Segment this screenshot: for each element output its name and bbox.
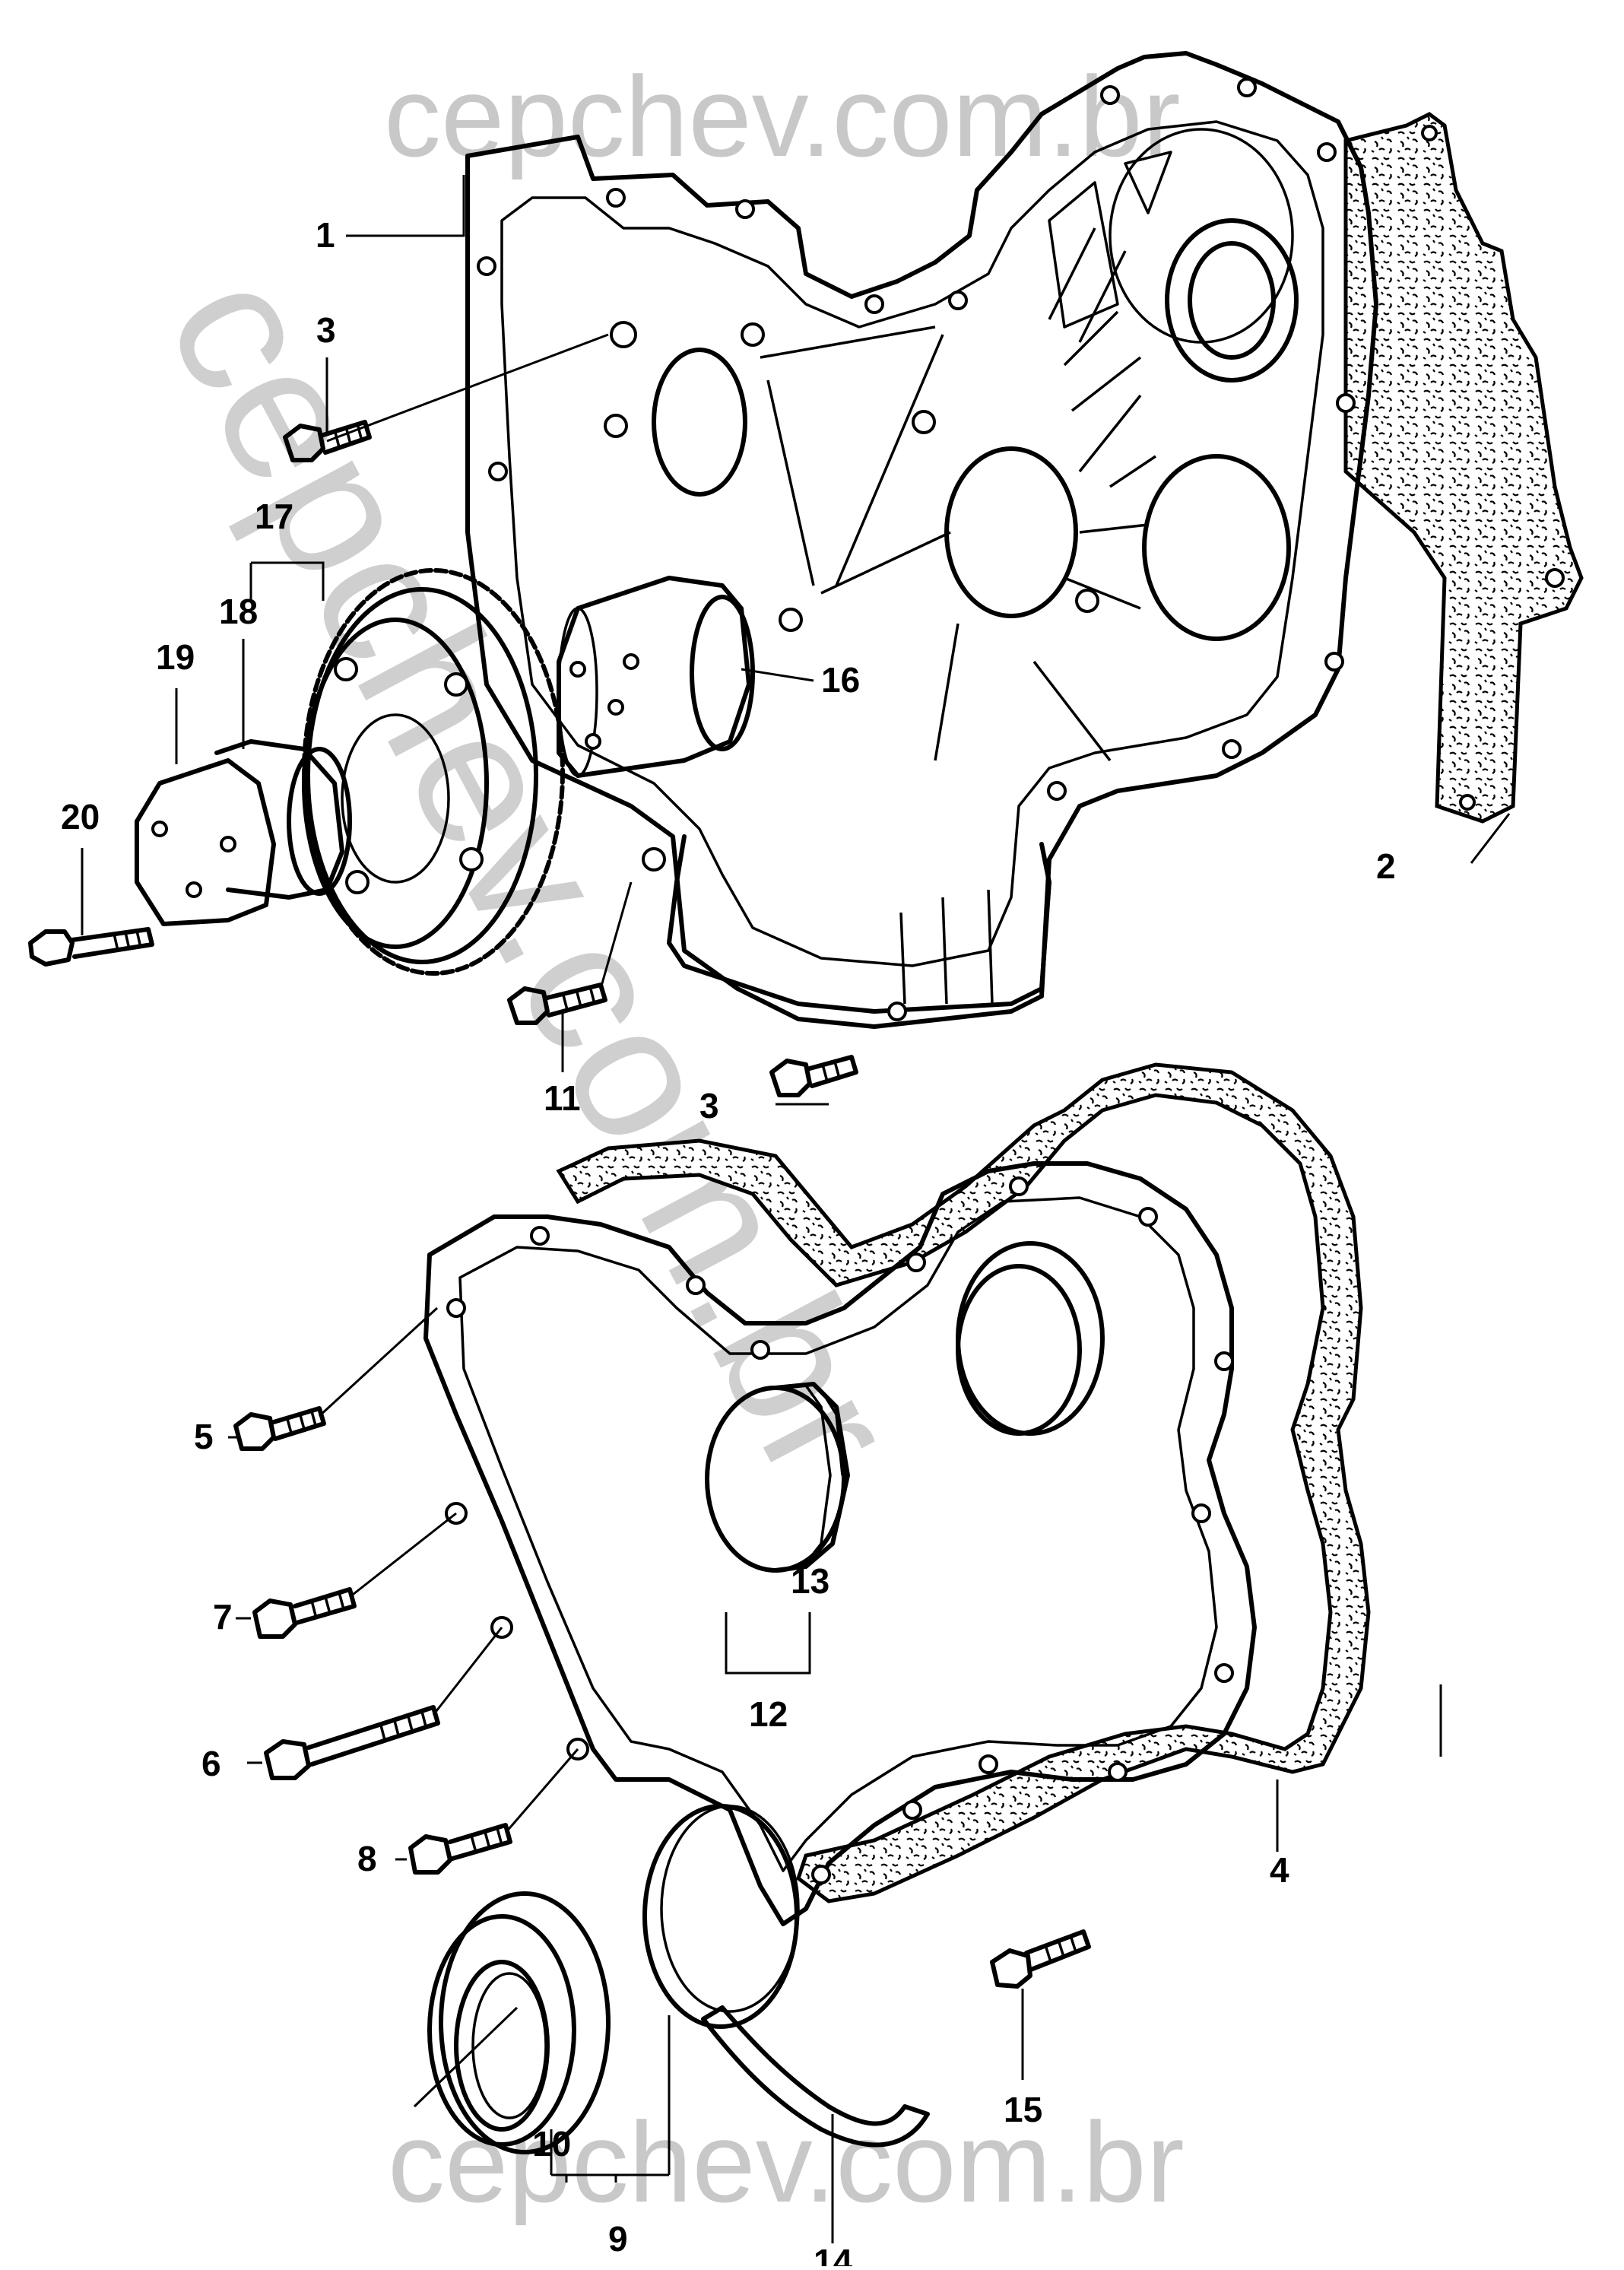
housing-bolt-hole <box>1237 78 1257 97</box>
gasket-hole <box>1459 794 1476 811</box>
housing-bolt-hole <box>1317 142 1337 162</box>
housing-bolt-upper <box>283 420 372 462</box>
housing-bolt-hole <box>735 199 755 219</box>
retaining-plate <box>135 758 276 926</box>
housing-bolt-hole <box>606 188 626 208</box>
callout-19: 19 <box>156 637 195 677</box>
front-cover-gasket <box>556 1062 1371 1903</box>
plate-bolt <box>28 927 154 967</box>
retaining-ring <box>701 2005 930 2148</box>
watermark-top: cepchev.com.br <box>384 52 1181 180</box>
housing-bolt-hole <box>741 322 765 347</box>
housing-bolt-hole <box>864 294 884 314</box>
housing-bolt-hole <box>1047 781 1067 801</box>
cover-bolt-7 <box>252 1587 357 1639</box>
callout-2: 2 <box>1376 846 1396 886</box>
timing-housing <box>465 51 1378 1029</box>
sump-bolt <box>507 983 607 1025</box>
housing-bolt-hole <box>477 256 496 276</box>
leader-lines <box>81 175 1511 2243</box>
callout-5: 5 <box>194 1417 214 1456</box>
housing-bolt-hole <box>1324 652 1344 671</box>
callout-3-upper: 3 <box>316 310 336 350</box>
housing-bolt-hole <box>610 321 637 348</box>
callout-13: 13 <box>791 1561 829 1601</box>
callout-20: 20 <box>61 797 100 837</box>
callout-8: 8 <box>357 1839 377 1878</box>
housing-bolt-hole <box>1222 739 1242 759</box>
cover-bolt-5 <box>233 1406 326 1451</box>
callout-1: 1 <box>316 215 335 255</box>
callout-7: 7 <box>213 1597 233 1637</box>
idler-hub <box>557 576 755 778</box>
cover-bolt-6 <box>264 1705 440 1780</box>
housing-bolt-hole <box>604 414 628 438</box>
gasket-hole <box>1421 125 1438 141</box>
callout-6: 6 <box>201 1744 221 1783</box>
gear-bushing <box>214 739 352 900</box>
callout-12: 12 <box>749 1694 788 1734</box>
callout-18: 18 <box>219 592 258 631</box>
housing-bolt-hole <box>948 290 968 310</box>
callout-11: 11 <box>544 1078 581 1118</box>
callout-9: 9 <box>608 2219 628 2259</box>
cover-bolt-15 <box>990 1929 1091 1989</box>
callout-14: 14 <box>814 2242 853 2266</box>
housing-bolt-hole <box>642 847 666 871</box>
housing-bolt-hole <box>887 1002 907 1021</box>
crank-oil-seal <box>427 1891 611 2154</box>
idler-gear <box>302 568 565 976</box>
callout-16: 16 <box>821 660 860 700</box>
housing-bolt-hole <box>779 608 803 632</box>
housing-bolt-lower <box>769 1055 858 1097</box>
housing-bolt-hole <box>488 462 508 481</box>
housing-bolt-hole <box>1075 589 1099 613</box>
housing-bolt-hole <box>1100 85 1120 105</box>
callout-15: 15 <box>1004 2090 1042 2129</box>
callout-3-lower: 3 <box>699 1086 719 1125</box>
callout-4: 4 <box>1270 1850 1289 1890</box>
callout-17: 17 <box>255 497 293 536</box>
rear-gasket <box>1343 112 1584 824</box>
housing-bolt-hole <box>1336 393 1356 413</box>
gasket-hole <box>1545 568 1565 588</box>
callout-10: 10 <box>532 2124 571 2164</box>
cover-bolt-8 <box>408 1823 512 1875</box>
housing-bolt-hole <box>912 410 936 434</box>
